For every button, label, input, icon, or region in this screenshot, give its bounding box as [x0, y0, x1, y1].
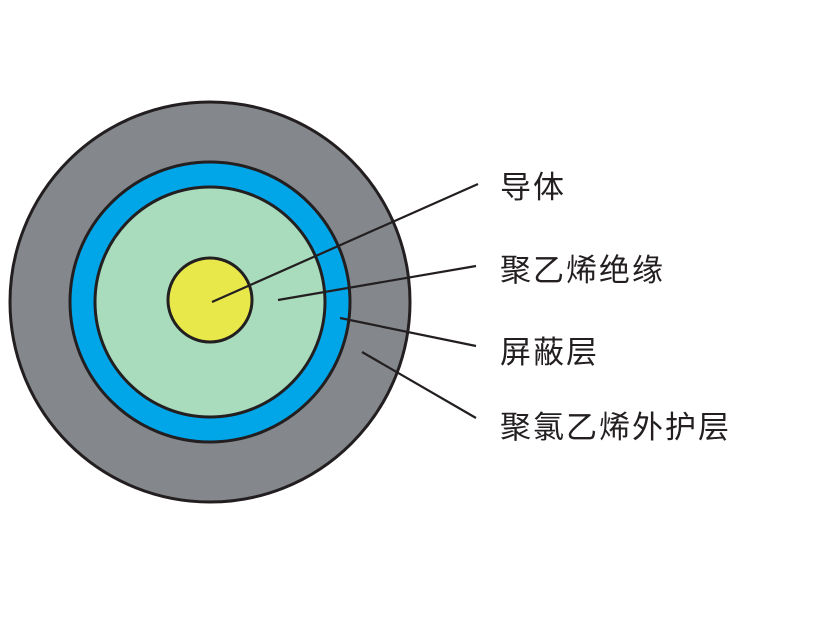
- conductor-core: [166, 256, 254, 344]
- leader-line-jacket: [361, 351, 477, 419]
- leader-line-shield: [339, 316, 477, 348]
- label-insulation: 聚乙烯绝缘: [500, 253, 665, 289]
- label-conductor: 导体: [500, 170, 566, 206]
- leader-line-insulation: [277, 264, 477, 302]
- label-shield: 屏蔽层: [500, 335, 599, 371]
- leader-line-conductor: [211, 182, 479, 304]
- label-jacket: 聚氯乙烯外护层: [500, 410, 731, 446]
